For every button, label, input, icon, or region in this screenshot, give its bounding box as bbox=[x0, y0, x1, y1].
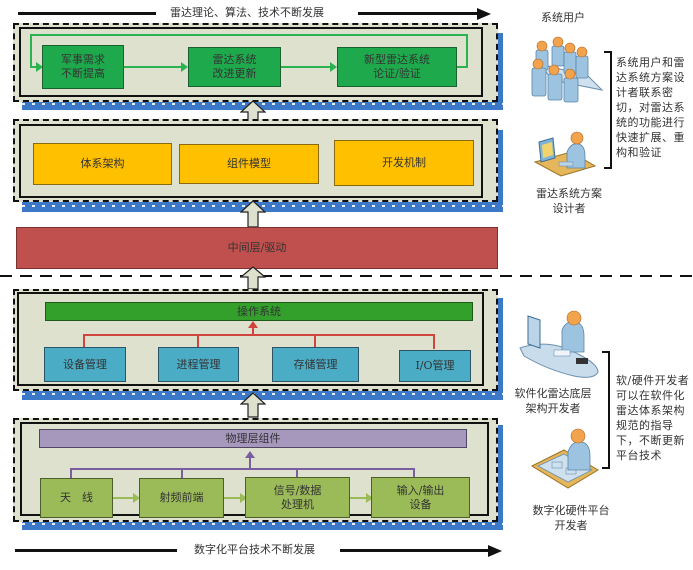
physical-title-bar: 物理层组件 bbox=[39, 429, 467, 448]
meeting-people-icon bbox=[531, 36, 604, 103]
connector-arrowhead-icon bbox=[245, 451, 255, 458]
middleware-driver-box: 中间层/驱动 bbox=[16, 227, 498, 269]
connector-line bbox=[70, 468, 415, 470]
arrow-head-icon bbox=[488, 544, 502, 557]
box-label-line2: 设备 bbox=[409, 497, 432, 511]
connector-arrowhead-icon bbox=[248, 321, 258, 328]
software-developer-label: 软件化雷达底层 架构开发者 bbox=[508, 386, 598, 416]
up-arrow-icon bbox=[240, 266, 266, 290]
connector-line bbox=[83, 334, 85, 347]
feedback-line-top bbox=[30, 34, 468, 36]
connector-line bbox=[83, 334, 435, 336]
connector-line bbox=[70, 468, 72, 478]
flow-arrowhead-icon bbox=[240, 493, 247, 503]
upper-note: 系统用户和雷达系统方案设计者联系密切，对雷达系统的功能进行快速扩展、重构和验证 bbox=[616, 56, 685, 159]
flow-line bbox=[124, 66, 184, 68]
box-label-line2: 不断提高 bbox=[61, 67, 105, 80]
label-line2: 开发者 bbox=[554, 519, 588, 532]
process-management-box: 进程管理 bbox=[158, 347, 239, 382]
label-line2: 架构开发者 bbox=[525, 402, 581, 415]
feedback-line-left bbox=[30, 34, 32, 68]
flow-line bbox=[350, 497, 370, 499]
top-arrow-label: 雷达理论、算法、技术不断发展 bbox=[170, 6, 324, 19]
label-line1: 数字化硬件平台 bbox=[532, 504, 610, 517]
upper-bracket bbox=[604, 51, 612, 169]
hardware-developer-label: 数字化硬件平台 开发者 bbox=[526, 503, 616, 533]
flow-arrowhead-icon bbox=[181, 62, 188, 72]
box-label-line2: 改进更新 bbox=[212, 67, 257, 80]
box-label-line1: 军事需求 bbox=[61, 53, 105, 66]
radar-improvement-box: 雷达系统改进更新 bbox=[188, 47, 281, 87]
connector-line bbox=[433, 334, 435, 349]
box-label-line1: 射频前端 bbox=[159, 491, 204, 504]
io-device-box: 输入/输出设备 bbox=[371, 477, 470, 518]
box-label-line1: 雷达系统 bbox=[212, 53, 257, 66]
connector-line bbox=[197, 334, 199, 347]
label-line2: 设计者 bbox=[552, 202, 586, 215]
box-label-line2: 论证/验证 bbox=[373, 67, 421, 80]
developer-workstation-icon bbox=[519, 310, 599, 378]
component-model-box: 组件模型 bbox=[179, 144, 319, 184]
rf-frontend-box: 射频前端 bbox=[139, 478, 224, 518]
lower-bracket bbox=[602, 351, 610, 469]
lower-note: 软/硬件开发者可以在软件化雷达体系架构规范的指导下，不断更新平台技术 bbox=[616, 374, 690, 462]
flow-arrowhead-icon bbox=[366, 493, 373, 503]
arrow-line-right bbox=[340, 549, 490, 552]
connector-line bbox=[181, 468, 183, 478]
military-demand-box: 军事需求不断提高 bbox=[42, 45, 124, 89]
storage-management-box: 存储管理 bbox=[272, 347, 359, 382]
feedback-line-in bbox=[30, 66, 38, 68]
feedback-line-right bbox=[466, 34, 468, 67]
bottom-arrow-label: 数字化平台技术不断发展 bbox=[194, 543, 315, 556]
arrow-head-icon bbox=[477, 7, 491, 20]
antenna-box: 天 线 bbox=[40, 478, 113, 518]
arrow-line-left bbox=[18, 12, 156, 15]
label-line1: 雷达系统方案 bbox=[536, 187, 602, 200]
up-arrow-icon bbox=[240, 200, 266, 228]
arrow-line-left bbox=[15, 549, 177, 552]
box-label-line1: 输入/输出 bbox=[396, 483, 445, 497]
io-management-box: I/O管理 bbox=[399, 350, 471, 382]
arrow-line-right bbox=[358, 12, 478, 15]
connector-line bbox=[296, 468, 298, 478]
box-label-line1: 信号/数据 bbox=[273, 483, 322, 497]
flow-arrowhead-icon bbox=[133, 493, 140, 503]
connector-line bbox=[413, 468, 415, 478]
device-management-box: 设备管理 bbox=[44, 347, 126, 382]
architecture-box: 体系架构 bbox=[33, 143, 172, 185]
hardware-software-separator bbox=[0, 275, 693, 277]
flow-line bbox=[224, 497, 244, 499]
connector-line bbox=[252, 325, 254, 335]
new-radar-validation-box: 新型雷达系统论证/验证 bbox=[337, 47, 457, 87]
drafting-table-icon bbox=[530, 428, 599, 489]
connector-line bbox=[314, 334, 316, 347]
signal-data-processor-box: 信号/数据处理机 bbox=[245, 477, 350, 518]
connector-line bbox=[249, 455, 251, 469]
designer-workstation-icon bbox=[533, 131, 597, 177]
flow-line bbox=[281, 66, 333, 68]
feedback-arrowhead-icon bbox=[36, 62, 43, 72]
box-label-line1: 天 线 bbox=[60, 491, 93, 504]
system-users-label: 系统用户 bbox=[541, 11, 585, 24]
box-label-line1: 新型雷达系统 bbox=[364, 53, 430, 66]
os-title-bar: 操作系统 bbox=[45, 302, 473, 321]
flow-arrowhead-icon bbox=[330, 62, 337, 72]
flow-line bbox=[113, 497, 137, 499]
radar-designer-label: 雷达系统方案 设计者 bbox=[526, 186, 612, 216]
box-label-line2: 处理机 bbox=[281, 497, 314, 511]
feedback-line-out bbox=[457, 66, 468, 68]
label-line1: 软件化雷达底层 bbox=[514, 387, 592, 400]
development-mechanism-box: 开发机制 bbox=[334, 140, 474, 186]
up-arrow-icon bbox=[240, 392, 266, 418]
